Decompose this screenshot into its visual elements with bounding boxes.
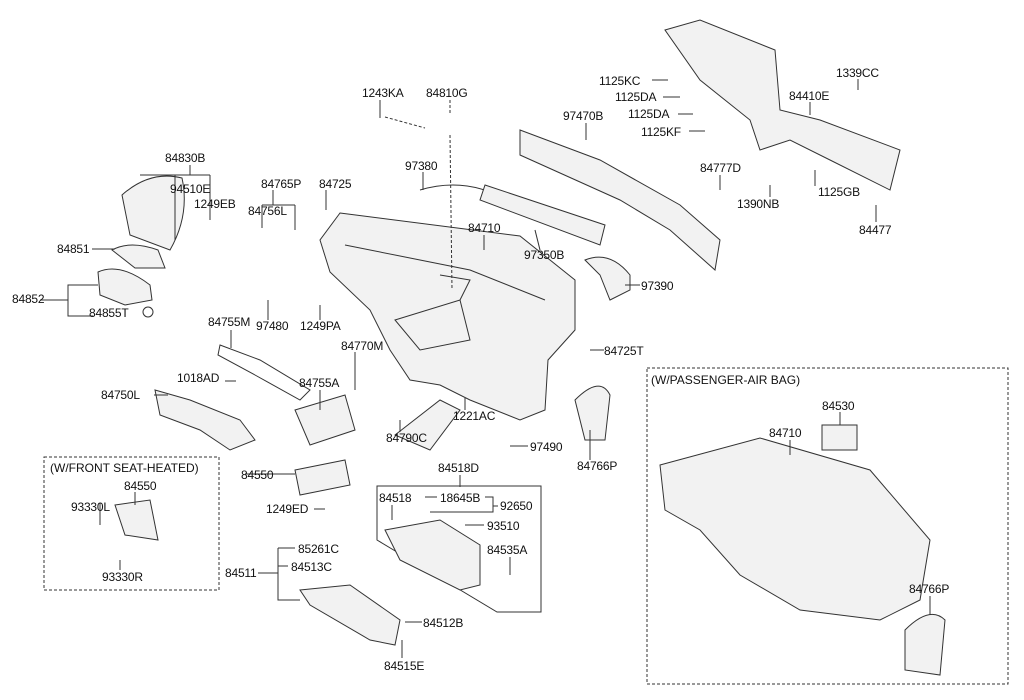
part-label: 97480 <box>256 319 289 333</box>
part-label: 92650 <box>500 499 533 513</box>
part-label: 84766P <box>909 582 950 596</box>
part-label: 1018AD <box>177 371 220 385</box>
part-label: 84710 <box>468 221 501 235</box>
shroud-upper <box>111 244 166 269</box>
part-label: 84755M <box>208 315 251 329</box>
part-label: 97380 <box>405 159 438 173</box>
part-label: 84852 <box>12 292 45 306</box>
part-label: 1125GB <box>818 185 860 199</box>
part-label: 84851 <box>57 242 90 256</box>
part-label: 84830B <box>165 151 206 165</box>
lower-panel-84755M <box>217 344 311 401</box>
part-label: 84766P <box>577 459 618 473</box>
center-vent <box>479 184 606 246</box>
part-label: 84477 <box>859 223 892 237</box>
part-label: 1390NB <box>737 197 780 211</box>
part-label: 1249EB <box>194 197 236 211</box>
part-label: 97470B <box>563 109 604 123</box>
part-label: 84770M <box>341 339 384 353</box>
tray-84550 <box>294 459 351 496</box>
part-label: 84710 <box>769 426 802 440</box>
part-label: 1125DA <box>615 90 657 104</box>
part-label: 1125KF <box>641 125 681 139</box>
part-label: 84756L <box>248 204 287 218</box>
panel-84790C <box>394 399 461 451</box>
part-label: 93330L <box>71 500 110 514</box>
part-label: 1125KC <box>599 74 641 88</box>
part-label: 84550 <box>241 468 274 482</box>
dashboard-panel-airbag <box>659 437 931 621</box>
part-label: 97390 <box>641 279 674 293</box>
part-label: 93330R <box>102 570 143 584</box>
part-label: 1249ED <box>266 502 309 516</box>
part-label: 1243KA <box>362 86 404 100</box>
part-label: 84725T <box>604 344 644 358</box>
lower-panel-left <box>154 389 256 451</box>
part-label: 84855T <box>89 306 129 320</box>
cover-84766P <box>574 385 611 441</box>
part-label: 84512B <box>423 616 464 630</box>
passenger-air-bag-box <box>646 367 1009 685</box>
part-label: 1221AC <box>453 409 496 423</box>
part-label: 84518 <box>379 491 412 505</box>
part-label: 18645B <box>440 491 481 505</box>
part-label: 1249PA <box>300 319 341 333</box>
part-label: 85261C <box>298 542 339 556</box>
part-label: 84535A <box>487 543 528 557</box>
dashboard-detail <box>344 244 546 351</box>
tray-84755A <box>294 394 356 446</box>
passenger-air-bag-caption: (W/PASSENGER-AIR BAG) <box>651 373 801 387</box>
glove-box <box>384 519 481 591</box>
part-label: 97350B <box>524 248 565 262</box>
duct-97390 <box>584 256 631 301</box>
part-label: 84725 <box>319 177 352 191</box>
front-seat-heated-caption: (W/FRONT SEAT-HEATED) <box>50 461 199 475</box>
part-label: 84750L <box>101 388 140 402</box>
air-duct <box>519 129 721 271</box>
leader-lines <box>40 79 931 658</box>
shroud-lower <box>97 268 153 306</box>
part-label: 84513C <box>291 560 332 574</box>
part-label: 94510E <box>170 182 211 196</box>
switch-panel <box>114 499 159 541</box>
part-label: 84518D <box>438 461 479 475</box>
part-label: 97490 <box>530 440 563 454</box>
lower-cover-84511 <box>299 584 401 646</box>
part-label: 84755A <box>299 376 340 390</box>
cover-84766P-airbag <box>904 613 946 676</box>
part-label: 1125DA <box>628 107 670 121</box>
front-seat-heated-box <box>43 456 220 591</box>
part-label: 84810G <box>426 86 468 100</box>
part-label: 93510 <box>487 519 520 533</box>
part-label: 84511 <box>225 566 257 580</box>
part-label: 1339CC <box>836 66 879 80</box>
glove-box-frame <box>376 485 542 613</box>
air-bag-module <box>821 424 858 451</box>
ring <box>142 306 154 318</box>
part-label: 84410E <box>789 89 830 103</box>
part-label: 84790C <box>386 431 427 445</box>
dashboard-panel <box>319 212 576 421</box>
part-label: 84515E <box>384 659 425 673</box>
cowl-crossbar <box>664 19 901 191</box>
part-label: 84550 <box>124 479 157 493</box>
part-label: 84530 <box>822 399 855 413</box>
part-label: 84765P <box>261 177 302 191</box>
cluster-cover <box>121 175 185 251</box>
part-label: 84777D <box>700 161 741 175</box>
